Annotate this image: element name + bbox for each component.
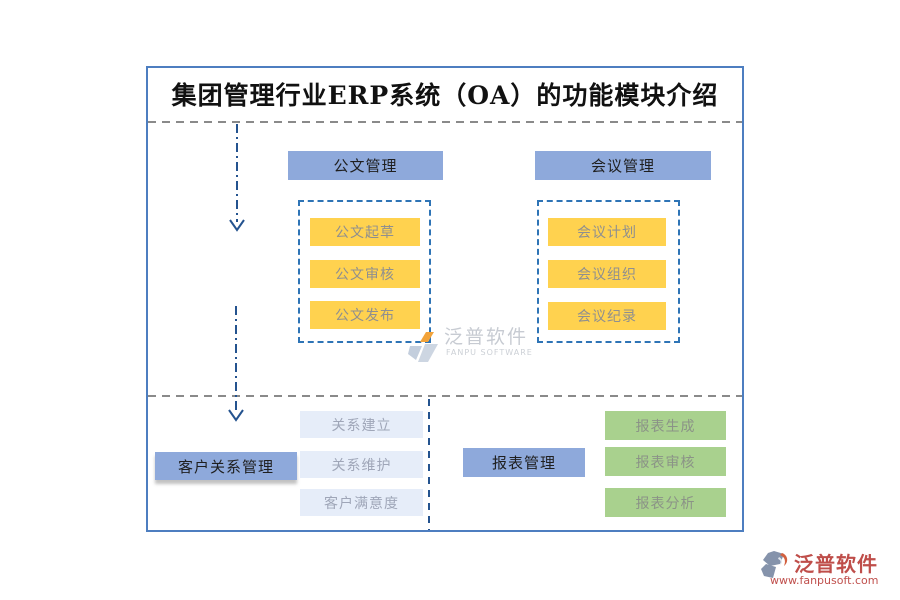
fanpu-logo-icon xyxy=(761,551,788,578)
header-meeting-management: 会议管理 xyxy=(535,151,711,180)
item-report-review: 报表审核 xyxy=(605,447,726,476)
item-crm-build: 关系建立 xyxy=(300,411,423,438)
bottom-vertical-dashed-separator xyxy=(428,399,430,530)
item-report-analyze: 报表分析 xyxy=(605,488,726,517)
flow-arrow-down-1-icon xyxy=(229,124,245,232)
item-report-generate: 报表生成 xyxy=(605,411,726,440)
header-crm: 客户关系管理 xyxy=(155,452,297,480)
item-meeting-plan: 会议计划 xyxy=(548,218,666,246)
footer-brand-text: 泛普软件 xyxy=(794,552,878,576)
document-items-group-frame xyxy=(298,200,431,343)
center-watermark: 泛普软件 FANPU SOFTWARE xyxy=(408,322,538,366)
watermark-subtitle-text: FANPU SOFTWARE xyxy=(446,348,533,357)
diagram-title: 集团管理行业ERP系统（OA）的功能模块介绍 xyxy=(171,81,719,110)
watermark-brand-text: 泛普软件 xyxy=(444,326,529,348)
footer-logo: 泛普软件 www.fanpusoft.com xyxy=(756,548,896,592)
item-document-publish: 公文发布 xyxy=(310,301,420,329)
item-meeting-minutes: 会议纪录 xyxy=(548,302,666,330)
header-report-management: 报表管理 xyxy=(463,448,585,477)
flow-arrow-down-2-icon xyxy=(228,306,244,422)
item-crm-maintain: 关系维护 xyxy=(300,451,423,478)
item-document-review: 公文审核 xyxy=(310,260,420,288)
item-meeting-organize: 会议组织 xyxy=(548,260,666,288)
footer-url-text: www.fanpusoft.com xyxy=(770,574,879,587)
item-crm-satisfaction: 客户满意度 xyxy=(300,489,423,516)
header-document-management: 公文管理 xyxy=(288,151,443,180)
top-dashed-divider xyxy=(148,121,742,123)
middle-dashed-divider xyxy=(148,395,742,397)
item-document-draft: 公文起草 xyxy=(310,218,420,246)
meeting-items-group-frame xyxy=(537,200,680,343)
fanpu-watermark-logo-icon xyxy=(408,332,438,362)
